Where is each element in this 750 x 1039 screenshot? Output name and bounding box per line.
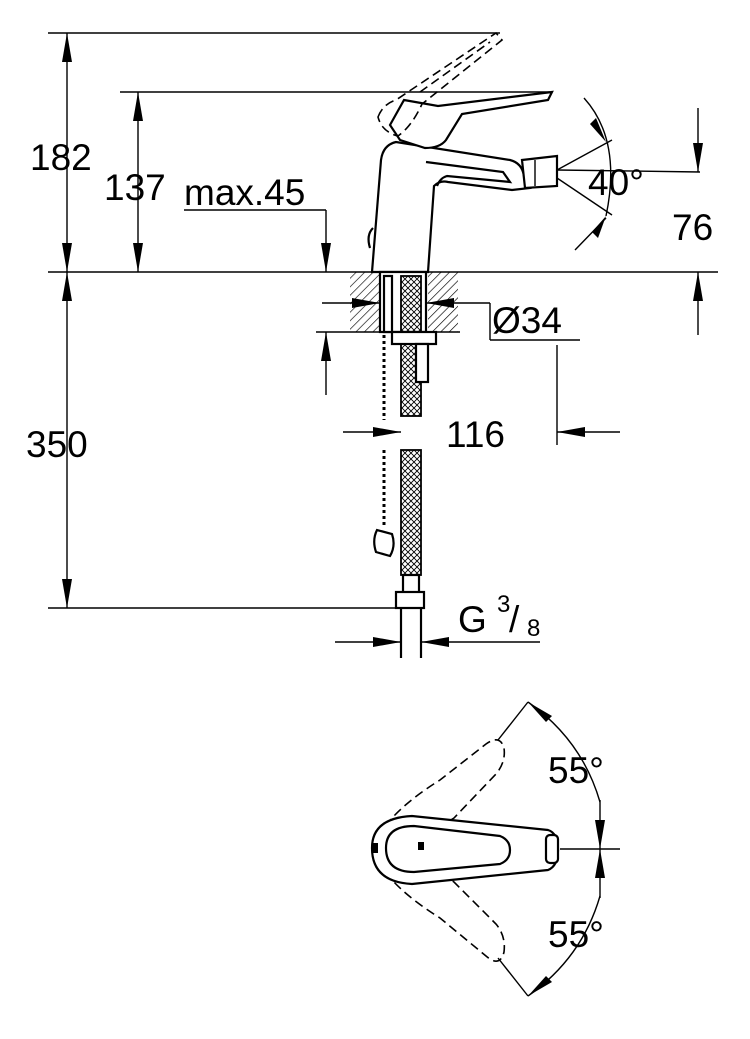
arrow-137-top [133, 92, 143, 121]
arrow-350-top [62, 272, 72, 301]
dim-label-55-upper: 55° [548, 750, 604, 791]
fixing-nut [390, 330, 438, 346]
arrow-g-left [373, 637, 401, 647]
faucet-top-body [370, 814, 560, 886]
arrow-76-top [693, 143, 703, 172]
dim-label-76: 76 [672, 207, 713, 248]
arrow-182-top [62, 33, 72, 62]
faucet-body [370, 140, 532, 274]
arrow-max45-top [321, 243, 331, 272]
side-view: 182 137 max.45 350 [26, 31, 718, 658]
dim-label-g: G [458, 599, 487, 640]
supply-hose-lower [400, 449, 422, 576]
spout-contour [425, 160, 513, 187]
arrow-55-upper-a [528, 702, 552, 722]
dim-label-350: 350 [26, 424, 88, 465]
arrow-116-left [373, 427, 401, 437]
dim-label-116: 116 [446, 414, 505, 455]
shank-stud [382, 274, 394, 334]
arrow-34-left [352, 298, 380, 308]
angle-ray-upper [497, 701, 529, 741]
dim-label-g-numerator: 3 [497, 591, 510, 618]
angle-ray-40-top [556, 139, 613, 171]
angle-ray-lower [497, 957, 529, 997]
arrow-55-lower-a [595, 849, 605, 878]
fixing-rod [414, 342, 430, 384]
faucet-top-nozzle [544, 833, 560, 865]
dim-label-137: 137 [104, 167, 166, 208]
body-recess [367, 227, 374, 249]
arrow-350-bottom [62, 579, 72, 608]
arrow-g-right [421, 637, 449, 647]
lever-pivot-mark [372, 843, 378, 853]
dim-label-40deg: 40° [588, 162, 644, 203]
arrow-55-upper-b [595, 820, 605, 849]
arrow-182-bottom [62, 243, 72, 272]
popup-knob [373, 528, 395, 558]
extension-line-nozzle [556, 169, 701, 173]
lever-handle [388, 90, 554, 150]
arrow-max45-bottom [321, 332, 331, 361]
dim-label-g-denominator: 8 [527, 615, 540, 642]
arrow-137-bottom [133, 243, 143, 272]
arrow-40-top [590, 118, 606, 142]
dim-label-g-slash: / [509, 599, 520, 640]
angle-ray-40-bottom [556, 177, 613, 216]
top-view: 55° 55° [370, 701, 620, 997]
lever-handle-raised [377, 31, 504, 137]
dim-label-diameter-34: Ø34 [492, 300, 562, 341]
lever-raised-inner [419, 41, 491, 93]
arrow-116-right [557, 427, 585, 437]
angle-arc-40-tail [574, 217, 607, 251]
angle-arc-40 [583, 97, 612, 217]
nozzle [520, 154, 559, 190]
arrow-55-lower-b [528, 976, 552, 996]
logo-mark-icon [418, 842, 424, 850]
hose-nut [394, 590, 426, 610]
arrow-34-right [426, 298, 454, 308]
faucet-top-inner [384, 824, 512, 874]
dim-label-max45: max.45 [184, 172, 305, 213]
dim-label-182: 182 [30, 137, 92, 178]
dim-label-55-lower: 55° [548, 914, 604, 955]
arrow-76-bottom [693, 272, 703, 301]
